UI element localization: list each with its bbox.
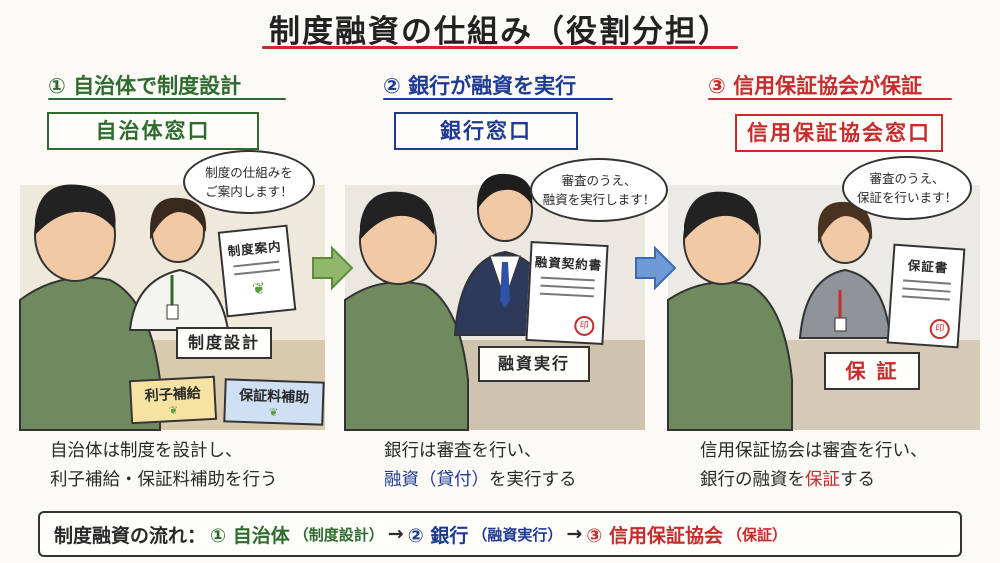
step-3-desc-highlight: 保証 [805,470,840,490]
flow-arrow-1: → [387,523,404,545]
counter-sign-bank: 銀行窓口 [394,112,578,150]
page-title: 制度融資の仕組み（役割分担） [269,14,731,50]
flow-summary-label: 制度融資の流れ： [54,524,207,547]
step-2-desc-highlight: 融資（貸付） [384,470,489,490]
flow-summary-box: 制度融資の流れ： ① 自治体 （制度設計） → ② 銀行 （融資実行） → ③ … [38,511,962,557]
guarantee-document: 保証書 印 [886,243,966,349]
speech-bubble-1: 制度の仕組みを ご案内します！ [183,150,315,214]
card-interest-subsidy: 利子補給 ❦ [128,375,218,425]
staff-3-figure [798,201,892,339]
staff-1-figure [128,197,230,331]
step-2-heading: ② 銀行が融資を実行 [383,74,577,98]
customer-2-figure [344,191,469,431]
arrow-step2-to-step3 [635,245,677,291]
seal-stamp-icon: 印 [573,315,595,337]
title-underline [262,46,738,49]
step-2-desc-line-2: 融資（貸付）を実行する [384,466,577,495]
flow-step-2: ② 銀行 [407,524,469,547]
step-3-desc-line-2: 銀行の融資を保証する [700,466,928,495]
step-3-desc-line-1: 信用保証協会は審査を行い、 [700,441,928,461]
step-1-heading: ① 自治体で制度設計 [48,74,242,98]
customer-1-figure [19,184,161,431]
brochure-document: 制度案内 ❦ [217,224,297,318]
speech-2-line-2: 融資を実行します！ [542,192,656,207]
step-3-description: 信用保証協会は審査を行い、 銀行の融資を保証する [700,437,928,495]
desk-sign-guarantee: 保 証 [824,352,920,390]
speech-bubble-3: 審査のうえ、 保証を行います！ [842,156,972,220]
brochure-title: 制度案内 [226,238,283,259]
arrow-step1-to-step2 [312,245,354,291]
step-2-underline [383,98,613,100]
flow-step-2-sub: （融資実行） [472,525,563,544]
speech-bubble-2: 審査のうえ、 融資を実行します！ [530,158,668,222]
loan-contract-document: 融資契約書 印 [525,241,609,345]
counter-sign-guarantee: 信用保証協会窓口 [735,114,943,152]
step-3-underline [708,98,952,100]
flow-step-3-sub: （保証） [727,525,788,544]
customer-3-figure [667,191,793,431]
step-3-desc-pre: 銀行の融資を [700,470,805,490]
flow-step-1-sub: （制度設計） [293,525,384,544]
step-2-description: 銀行は審査を行い、 融資（貸付）を実行する [384,437,577,495]
step-3-desc-rest: する [840,470,875,490]
speech-3-line-2: 保証を行います！ [856,190,957,205]
card-guarantee-fee-label: 保証料補助 [238,387,310,407]
counter-sign-municipality: 自治体窓口 [47,112,259,150]
sprout-icon: ❦ [251,278,267,299]
seal-stamp-icon: 印 [929,318,951,340]
speech-2-line-1: 審査のうえ、 [561,173,637,188]
speech-1-line-1: 制度の仕組みを [205,165,293,180]
flow-arrow-2: → [566,523,583,545]
speech-1-line-2: ご案内します！ [205,184,293,199]
step-3-heading: ③ 信用保証協会が保証 [708,74,923,98]
step-1-underline [48,98,286,100]
step-2-desc-rest: を実行する [489,470,577,490]
card-guarantee-fee-subsidy: 保証料補助 ❦ [223,378,325,426]
step-1-desc-line-1: 自治体は制度を設計し、 [50,441,243,461]
step-2-desc-line-1: 銀行は審査を行い、 [384,441,542,461]
step-1-description: 自治体は制度を設計し、 利子補給・保証料補助を行う [50,437,278,495]
guarantee-doc-title: 保証書 [907,257,949,276]
desk-sign-design: 制度設計 [176,327,272,359]
loan-contract-title: 融資契約書 [534,254,603,273]
flow-step-1: ① 自治体 [210,524,290,547]
desk-sign-loan: 融資実行 [478,346,590,382]
speech-3-line-1: 審査のうえ、 [869,171,945,186]
flow-step-3: ③ 信用保証協会 [586,524,723,547]
step-1-desc-line-2: 利子補給・保証料補助を行う [50,470,278,490]
